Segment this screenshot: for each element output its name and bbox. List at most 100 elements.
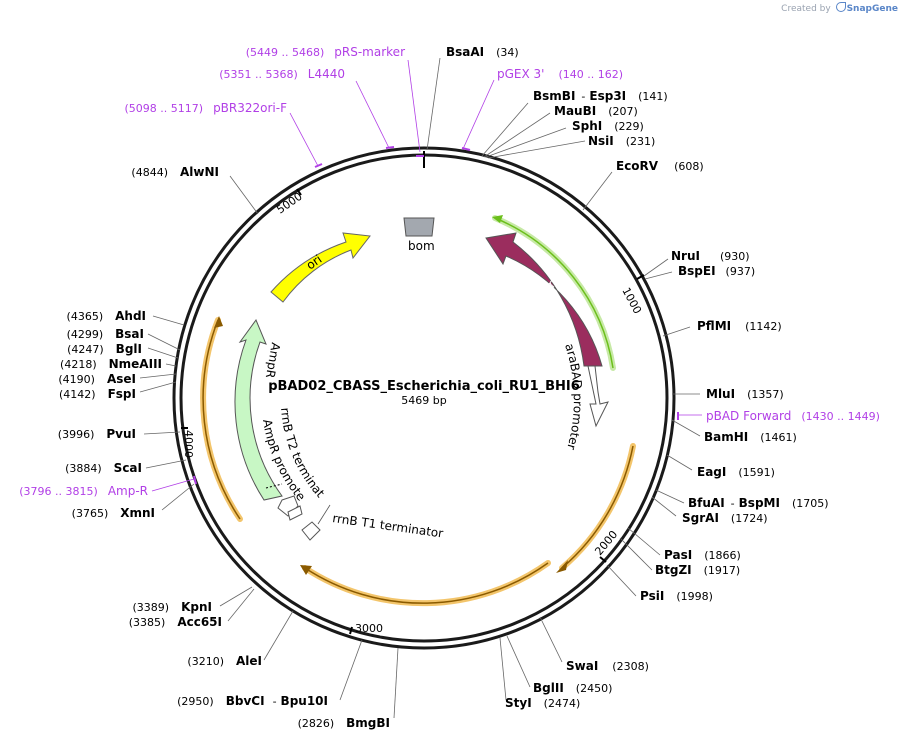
enzyme-MauBI-name: MauBI: [554, 104, 596, 118]
enzyme-Acc65I: (3385) Acc65I: [129, 615, 222, 629]
enzyme-PasI-pos: (1866): [704, 549, 741, 562]
leader-BglII: [506, 635, 531, 688]
primer-L4440-name: L4440: [308, 67, 345, 81]
enzyme-AleI: (3210)AleI: [187, 654, 262, 668]
primer-mark-Amp-R: [193, 475, 197, 485]
enzyme-BsaAI: BsaAI(34): [446, 45, 519, 59]
leader-Amp-R: [151, 478, 195, 492]
enzyme-AhdI: (4365)AhdI: [67, 309, 146, 323]
enzyme-PvuI-name: PvuI: [106, 427, 136, 441]
enzyme-BglI-name: BglI: [116, 342, 142, 356]
leader-XmnI: [161, 483, 195, 511]
leader-BspEI: [644, 271, 673, 280]
enzyme-EagI: EagI(1591): [697, 465, 775, 479]
enzyme-BbvCI-sep: -: [273, 695, 277, 708]
enzyme-NsiI: NsiI(231): [588, 134, 655, 148]
enzyme-BsaI-name: BsaI: [115, 327, 144, 341]
tick-label-3000: 3000: [355, 622, 383, 635]
enzyme-AseI-pos: (4190): [58, 373, 95, 386]
enzyme-BsaAI-name: BsaAI: [446, 45, 484, 59]
enzyme-Acc65I-name: Acc65I: [177, 615, 222, 629]
enzyme-Bpu10I-name: Bpu10I: [281, 694, 328, 708]
enzyme-BamHI-name: BamHI: [704, 430, 748, 444]
credit-brand: SnapGene: [846, 4, 898, 14]
enzyme-KpnI: (3389) KpnI: [133, 600, 212, 614]
primer-pRS-marker-name: pRS-marker: [334, 45, 405, 59]
feature-AmpR: [234, 318, 283, 501]
tick-mark-2000: [599, 556, 607, 563]
leader-BfuAI: [655, 489, 685, 504]
enzyme-BglI-pos: (4247): [67, 343, 104, 356]
enzyme-BtgZI: BtgZI (1917): [655, 563, 740, 577]
leader-BglI: [147, 347, 179, 359]
enzyme-KpnI-name: KpnI: [181, 600, 212, 614]
enzyme-AseI-name: AseI: [107, 372, 136, 386]
orf-arc-right-arrowhead: [556, 560, 568, 573]
enzyme-AlwNI-name: AlwNI: [180, 165, 219, 179]
enzyme-Acc65I-pos: (3385): [129, 616, 166, 629]
primer-L4440: (5351 .. 5368)L4440: [219, 67, 345, 81]
enzyme-BsmBI-pos: (141): [638, 90, 668, 103]
enzyme-BsmBI-name: BsmBI: [533, 89, 575, 103]
primer-mark-L4440: [385, 146, 395, 149]
enzyme-BbvCI-name: BbvCI: [226, 694, 265, 708]
feature-rrnB-T2-terminator: [287, 505, 303, 521]
enzyme-EcoRV: EcoRV(608): [616, 159, 704, 173]
primer-pGEX3: pGEX 3'(140 .. 162): [497, 67, 623, 81]
leader-EcoRV: [582, 171, 613, 211]
orf-arc-bottom-core: [304, 562, 549, 604]
enzyme-AleI-pos: (3210): [187, 655, 224, 668]
enzyme-XmnI-pos: (3765): [72, 507, 109, 520]
leader-AseI: [139, 373, 177, 379]
primer-pBAD-Forward: pBAD Forward(1430 .. 1449): [706, 409, 880, 423]
leader-PsiI: [606, 564, 637, 597]
primer-pBR322ori-F-pos: (5098 .. 5117): [125, 102, 204, 115]
enzyme-BtgZI-name: BtgZI: [655, 563, 692, 577]
orf-arc-bottom: [302, 560, 551, 607]
primer-leaders: [151, 59, 702, 492]
enzyme-MauBI-pos: (207): [608, 105, 638, 118]
enzyme-PvuI: (3996) PvuI: [58, 427, 136, 441]
orf-arc-left-core: [202, 319, 241, 520]
enzyme-AlwNI-pos: (4844): [131, 166, 168, 179]
leader-BsaAI: [426, 57, 441, 151]
enzyme-BglII-name: BglII: [533, 681, 564, 695]
leader-BsmBI: [481, 102, 529, 157]
enzyme-BsaI-pos: (4299): [67, 328, 104, 341]
enzyme-BfuAI: BfuAI-BspMI(1705): [688, 496, 829, 510]
enzyme-PvuI-pos: (3996): [58, 428, 95, 441]
enzyme-SphI-pos: (229): [614, 120, 644, 133]
feature-rrnB-T1-leader: [317, 504, 331, 525]
plasmid-name: pBAD02_CBASS_Escherichia_coli_RU1_BHI6: [268, 379, 580, 394]
enzyme-MluI: MluI(1357): [706, 387, 784, 401]
orf-arc-arac-core: [494, 217, 614, 369]
enzyme-AhdI-name: AhdI: [115, 309, 146, 323]
enzyme-BfuAI-sep: -: [731, 497, 735, 510]
enzyme-BsmBI: BsmBI-Esp3I(141): [533, 89, 668, 103]
leader-PflMI: [662, 326, 691, 337]
feature-AmpR-label: AmpR: [263, 341, 283, 379]
enzyme-BtgZI-pos: (1917): [704, 564, 741, 577]
enzyme-SgrAI-name: SgrAI: [682, 511, 719, 525]
enzyme-EagI-pos: (1591): [738, 466, 775, 479]
enzyme-SgrAI-pos: (1724): [731, 512, 768, 525]
enzyme-BbvCI-pos: (2950): [177, 695, 214, 708]
tick-label-4000: 4000: [182, 430, 195, 458]
leader-BsaI: [147, 333, 181, 351]
enzyme-SwaI: SwaI(2308): [566, 659, 649, 673]
plasmid-size: 5469 bp: [401, 394, 446, 407]
enzyme-XmnI: (3765)XmnI: [72, 506, 155, 520]
leader-pRS-marker: [407, 59, 421, 153]
enzyme-AlwNI: (4844) AlwNI: [131, 165, 219, 179]
primer-mark-pGEX3: [461, 147, 471, 151]
leader-BamHI: [671, 419, 701, 437]
enzyme-BglII-pos: (2450): [576, 682, 613, 695]
leader-BmgBI: [393, 647, 399, 719]
enzyme-StyI: StyI(2474): [505, 696, 580, 710]
enzyme-NmeAIII-pos: (4218): [60, 358, 97, 371]
feature-araC: [485, 232, 603, 367]
tick-mark-3000: [349, 626, 353, 635]
enzyme-KpnI-pos: (3389): [133, 601, 170, 614]
leader-SwaI: [539, 616, 563, 663]
